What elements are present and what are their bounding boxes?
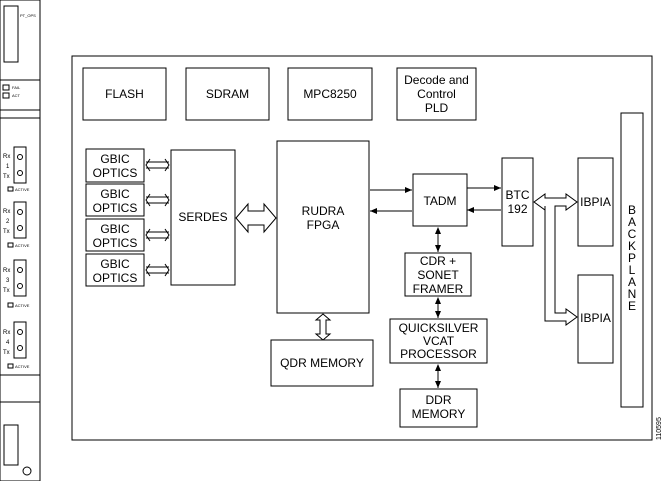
act-led [2,92,10,99]
tadm-label: TADM [423,194,456,208]
cdr-label-line3: FRAMER [413,282,464,296]
decode-label-line3: PLD [425,101,449,115]
cdr-label-line1: CDR + [420,254,456,268]
backplane-letter: P [628,251,636,265]
card-faceplate: PT_OPS FAIL ACT Rx 1 Tx ACTIVE Rx 2 Tx A… [0,0,41,481]
gbic-label-line1: GBIC [100,187,130,201]
faceplate-label: PT_OPS [20,13,36,18]
gbic-label-line2: OPTICS [93,166,138,180]
gbic-label-line1: GBIC [100,152,130,166]
serdes-block: SERDES [170,149,236,286]
backplane-letter: L [629,263,636,277]
port-tx-label: Tx [3,350,10,356]
gbic-optics-3: GBIC OPTICS [85,218,145,252]
act-led-label: ACT [12,93,21,98]
gbic-label-line2: OPTICS [93,201,138,215]
serdes-label: SERDES [178,210,227,224]
btc-label-line1: BTC [506,188,530,202]
serdes-rudra-bus-arrow [235,202,277,234]
rudra-label-line1: RUDRA [302,204,345,218]
screw-icon [22,466,32,476]
port-rx-label: Rx [3,209,10,215]
backplane-letter: A [628,275,636,289]
port-tx-label: Tx [3,288,10,294]
gbic-label-line2: OPTICS [93,271,138,285]
active-label: ACTIVE [15,364,30,369]
port-number: 3 [6,278,10,284]
ibpia-block-upper: IBPIA [577,157,614,247]
ddr-label-line1: DDR [426,393,452,407]
faceplate-port-4: Rx 4 Tx ACTIVE [3,321,30,369]
mpc8250-block: MPC8250 [287,67,373,121]
gbic-label-line1: GBIC [100,222,130,236]
rudra-label-line2: FPGA [307,218,340,232]
port-rx-label: Rx [3,268,10,274]
qdr-memory-block: QDR MEMORY [270,339,374,387]
decode-control-pld-block: Decode and Control PLD [396,67,477,121]
ibpia-label: IBPIA [580,195,611,209]
decode-label-line1: Decode and [404,73,469,87]
flash-label: FLASH [105,87,144,101]
faceplate-port-1: Rx 1 Tx ACTIVE [3,146,30,192]
sdram-block: SDRAM [185,67,270,121]
active-label: ACTIVE [15,303,30,308]
backplane-letter: C [628,227,637,241]
figure-number: 110595 [656,417,663,440]
decode-label-line2: Control [417,87,456,101]
flash-block: FLASH [82,67,167,121]
gbic-optics-4: GBIC OPTICS [85,253,145,287]
active-label: ACTIVE [15,187,30,192]
active-label: ACTIVE [15,243,30,248]
quicksilver-label-line2: VCAT [423,334,455,348]
fail-led [2,84,10,91]
gbic-optics-2: GBIC OPTICS [85,183,145,217]
port-rx-label: Rx [3,154,10,160]
cdr-sonet-framer-block: CDR + SONET FRAMER [404,252,472,297]
port-number: 4 [6,340,10,346]
mpc8250-label: MPC8250 [303,87,357,101]
backplane-letter: B [628,203,636,217]
quicksilver-label-line1: QUICKSILVER [399,321,479,335]
gbic-label-line1: GBIC [100,257,130,271]
backplane-letter: A [628,215,636,229]
backplane-block: B A C K P L A N E [620,112,644,408]
ibpia-label: IBPIA [580,311,611,325]
backplane-letter: N [628,287,637,301]
port-tx-label: Tx [3,229,10,235]
gbic-optics-1: GBIC OPTICS [85,148,145,183]
btc-label-line2: 192 [507,202,527,216]
faceplate-port-3: Rx 3 Tx ACTIVE [3,259,30,308]
port-number: 2 [6,219,10,225]
qdr-label: QDR MEMORY [280,356,364,370]
rudra-fpga-block: RUDRA FPGA [276,140,370,314]
ejector-bottom [3,424,19,466]
ejector-top [3,5,19,63]
faceplate-port-2: Rx 2 Tx ACTIVE [3,201,30,248]
tadm-block: TADM [412,173,468,227]
backplane-letter: E [628,299,636,313]
ddr-memory-block: DDR MEMORY [399,388,478,428]
gbic-serdes-links [145,158,170,277]
fail-led-label: FAIL [12,85,21,90]
port-rx-label: Rx [3,330,10,336]
port-tx-label: Tx [3,174,10,180]
gbic-label-line2: OPTICS [93,236,138,250]
quicksilver-vcat-block: QUICKSILVER VCAT PROCESSOR [389,318,488,364]
port-number: 1 [6,164,10,170]
quicksilver-label-line3: PROCESSOR [400,347,477,361]
backplane-letter: K [628,239,636,253]
cdr-label-line2: SONET [417,268,459,282]
ibpia-block-lower: IBPIA [577,274,614,364]
btc-ibpia-bus-arrow [533,193,578,326]
btc192-block: BTC 192 [501,157,534,247]
ddr-label-line2: MEMORY [412,407,466,421]
sdram-label: SDRAM [206,87,249,101]
